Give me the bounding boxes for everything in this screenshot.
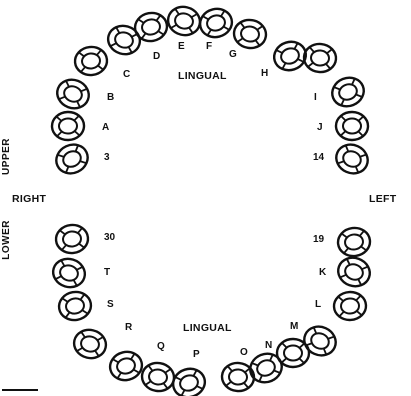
- tooth-symbol: [303, 325, 337, 357]
- tooth-label-D: D: [153, 51, 161, 62]
- tooth-symbol: [331, 76, 365, 108]
- tooth-symbol: [198, 7, 234, 39]
- tooth-symbol: [73, 45, 109, 77]
- tooth-symbol: [232, 18, 268, 50]
- tooth-symbol: [166, 5, 202, 37]
- tooth-label-J: J: [317, 122, 323, 133]
- side-label-left: LEFT: [369, 193, 397, 205]
- tooth-symbol: [332, 290, 368, 322]
- tooth-symbol: [108, 350, 144, 382]
- tooth-label-R: R: [125, 322, 133, 333]
- tooth-label-F: F: [206, 41, 213, 52]
- tooth-symbol: [335, 143, 369, 175]
- lingual-label-lower: LINGUAL: [183, 322, 232, 334]
- lower-arch: [51, 223, 372, 396]
- tooth-label-H: H: [261, 68, 269, 79]
- lingual-label-upper: LINGUAL: [178, 70, 227, 82]
- tooth-label-S: S: [107, 299, 114, 310]
- tooth-label-C: C: [123, 69, 131, 80]
- tooth-symbol: [249, 352, 283, 384]
- tooth-symbol: [72, 328, 108, 360]
- tooth-label-K: K: [319, 267, 327, 278]
- tooth-label-A: A: [102, 122, 110, 133]
- tooth-symbol: [57, 290, 93, 322]
- tooth-label-M: M: [290, 321, 299, 332]
- side-label-right: RIGHT: [12, 193, 47, 205]
- tooth-label-E: E: [178, 41, 185, 52]
- tooth-symbol: [55, 143, 89, 175]
- arch-label-lower: LOWER: [1, 220, 12, 260]
- tooth-label-B: B: [107, 92, 115, 103]
- tooth-symbol: [50, 110, 86, 142]
- tooth-label-30: 30: [104, 232, 116, 243]
- tooth-label-14: 14: [313, 152, 325, 163]
- upper-arch: [50, 5, 370, 175]
- divider-rule: [2, 389, 38, 391]
- tooth-symbol: [275, 337, 311, 369]
- tooth-symbol: [302, 42, 338, 74]
- tooth-symbol: [140, 361, 176, 393]
- tooth-symbol: [171, 367, 207, 396]
- tooth-symbol: [337, 256, 371, 288]
- tooth-symbol: [133, 11, 169, 43]
- tooth-symbol: [56, 78, 90, 110]
- tooth-label-N: N: [265, 340, 273, 351]
- tooth-label-O: O: [240, 347, 248, 358]
- tooth-symbol: [334, 110, 370, 142]
- tooth-label-G: G: [229, 49, 237, 60]
- tooth-label-L: L: [315, 299, 322, 310]
- tooth-label-19: 19: [313, 234, 325, 245]
- tooth-label-T: T: [104, 267, 111, 278]
- arch-label-upper: UPPER: [1, 138, 12, 175]
- tooth-label-P: P: [193, 349, 200, 360]
- tooth-label-I: I: [314, 92, 317, 103]
- tooth-label-3: 3: [104, 152, 110, 163]
- tooth-label-Q: Q: [157, 341, 165, 352]
- tooth-symbol: [106, 24, 142, 56]
- tooth-symbol: [336, 226, 372, 258]
- tooth-symbol: [51, 257, 87, 289]
- tooth-symbol: [54, 223, 90, 255]
